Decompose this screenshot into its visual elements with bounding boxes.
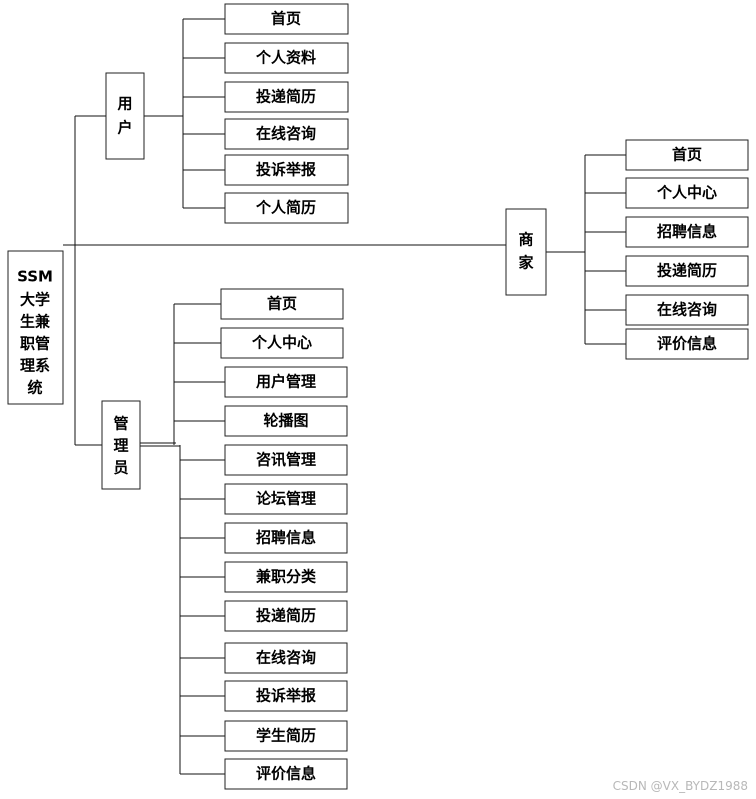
merchant-leaf-label: 个人中心	[656, 184, 717, 202]
admin-leaf-label: 招聘信息	[256, 529, 316, 547]
user-label-line: 户	[117, 119, 132, 137]
user-leaf-label: 投诉举报	[256, 161, 316, 179]
admin-leaf-label: 咨讯管理	[256, 451, 316, 469]
user-leaves: 首页 个人资料 投递简历 在线咨询 投诉举报 个人简历	[224, 3, 349, 224]
user-label-line: 用	[117, 95, 132, 113]
watermark: CSDN @VX_BYDZ1988	[612, 779, 748, 793]
user-node: 用 户	[105, 72, 145, 160]
root-node: SSM 大学 生兼 职管 理系 统	[7, 250, 64, 405]
merchant-leaf-label: 首页	[672, 146, 702, 164]
merchant-leaf-label: 投递简历	[657, 262, 717, 280]
merchant-label-line: 家	[518, 254, 533, 272]
root-label-line: 大学	[20, 291, 50, 309]
admin-leaf-label: 用户管理	[256, 373, 316, 391]
admin-label-line: 理	[113, 437, 128, 455]
admin-leaf-label: 论坛管理	[256, 490, 316, 508]
admin-leaf-label: 轮播图	[263, 412, 308, 430]
user-leaf-label: 个人资料	[255, 49, 316, 67]
root-label-line: 理系	[20, 357, 50, 375]
admin-label-line: 管	[113, 415, 128, 433]
connectors	[63, 18, 626, 775]
user-leaf-label: 首页	[271, 10, 301, 28]
merchant-node: 商 家	[505, 208, 547, 296]
merchant-leaf-label: 招聘信息	[657, 223, 717, 241]
admin-leaves: 首页 个人中心 用户管理 轮播图 咨讯管理 论坛管理 招聘信息 兼职分类 投递简…	[220, 288, 348, 790]
admin-leaf-label: 投诉举报	[256, 687, 316, 705]
admin-label-line: 员	[113, 459, 128, 477]
merchant-leaves: 首页 个人中心 招聘信息 投递简历 在线咨询 评价信息	[625, 139, 749, 360]
user-leaf-label: 在线咨询	[256, 125, 316, 143]
root-label-line: 职管	[20, 335, 50, 353]
user-leaf-label: 个人简历	[255, 199, 316, 217]
root-label-line: 生兼	[20, 313, 51, 331]
root-label-line: SSM	[17, 268, 53, 286]
admin-node: 管 理 员	[101, 400, 141, 490]
merchant-label-line: 商	[518, 231, 533, 249]
admin-leaf-label: 投递简历	[256, 607, 316, 625]
user-leaf-label: 投递简历	[256, 88, 316, 106]
merchant-leaf-label: 在线咨询	[657, 301, 717, 319]
admin-leaf-label: 首页	[267, 295, 297, 313]
root-label-line: 统	[27, 379, 42, 397]
admin-leaf-label: 评价信息	[256, 765, 316, 783]
admin-leaf-label: 个人中心	[251, 334, 312, 352]
admin-leaf-label: 学生简历	[256, 727, 316, 745]
merchant-leaf-label: 评价信息	[657, 335, 717, 353]
admin-leaf-label: 兼职分类	[256, 568, 317, 586]
admin-leaf-label: 在线咨询	[256, 649, 316, 667]
